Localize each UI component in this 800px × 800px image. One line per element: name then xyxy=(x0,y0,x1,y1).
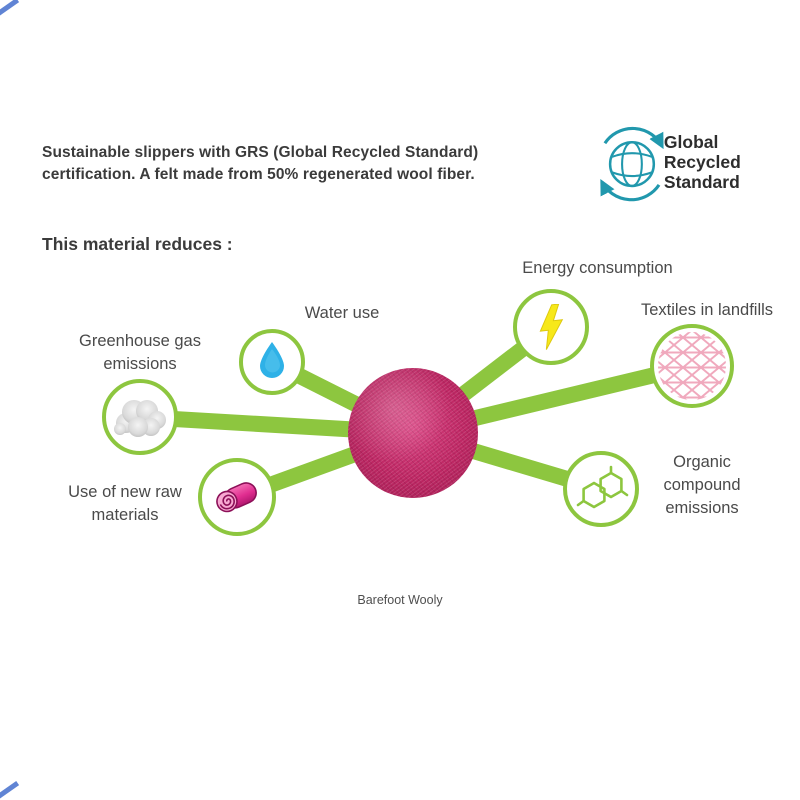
textile-mesh-icon xyxy=(658,332,726,400)
water-drop-icon xyxy=(260,342,284,378)
raw-materials-label: Use of new raw materials xyxy=(68,483,182,524)
molecule-icon xyxy=(576,465,629,509)
water-use-node xyxy=(239,329,305,395)
description-text: Sustainable slippers with GRS (Global Re… xyxy=(42,144,479,184)
organic-compound-node xyxy=(563,451,639,527)
greenhouse-gas-label: Greenhouse gas emissions xyxy=(78,332,201,373)
lightning-icon xyxy=(539,304,564,350)
organic-compound-label: Organic compound emissions xyxy=(663,453,741,517)
water-use-label: Water use xyxy=(304,304,380,322)
grs-globe-icon xyxy=(600,126,664,202)
grs-logo-text: Global Recycled Standard xyxy=(664,132,800,192)
grs-logo-line2: Standard xyxy=(663,172,740,193)
felt-roll-icon xyxy=(216,482,257,513)
textiles-label: Textiles in landfills xyxy=(640,301,774,319)
grs-logo: Global Recycled Standard xyxy=(582,112,800,212)
textiles-node xyxy=(650,324,734,408)
energy-node xyxy=(513,289,589,365)
caption: Barefoot Wooly xyxy=(357,593,443,607)
section-heading: This material reduces : xyxy=(42,234,233,254)
raw-materials-node xyxy=(198,458,276,536)
greenhouse-gas-node xyxy=(102,379,178,455)
cloud-icon xyxy=(114,400,166,437)
energy-label: Energy consumption xyxy=(522,259,673,277)
felt-swatch xyxy=(348,368,478,498)
grs-logo-line1: Global Recycled xyxy=(663,131,741,172)
